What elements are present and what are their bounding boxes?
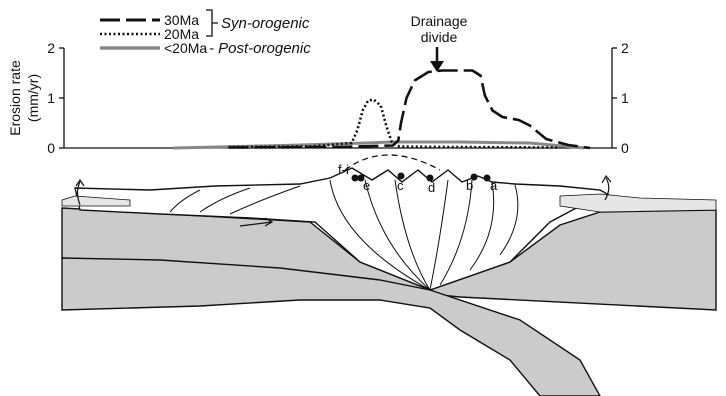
cross-section: f-i e c d b a — [62, 155, 716, 396]
label-b: b — [466, 178, 473, 193]
label-e: e — [363, 178, 370, 193]
right-tick-label-0: 0 — [621, 140, 629, 156]
left-tick-label-0: 0 — [47, 140, 55, 156]
series-line-20ma — [228, 100, 557, 148]
y-axis-label-line1: Erosion rate — [7, 60, 23, 136]
y-axis-label-line2: (mm/yr) — [25, 74, 41, 122]
label-f-i: f-i — [338, 162, 349, 177]
left-tick-label-2: 2 — [47, 40, 55, 56]
drainage-divide-annotation: Drainage divide — [411, 13, 468, 72]
erosion-rate-chart: 0 0 1 1 2 2 Erosion rate (mm/yr) — [7, 40, 629, 156]
legend-bracket — [206, 10, 218, 36]
eroded-crest — [345, 155, 440, 170]
sample-point-fi-1 — [352, 175, 359, 182]
left-tick-label-1: 1 — [47, 90, 55, 106]
label-a: a — [490, 178, 498, 193]
y-ticks: 0 0 1 1 2 2 — [47, 40, 629, 156]
drainage-divide-line1: Drainage — [411, 13, 468, 29]
sediment-strip-right — [560, 194, 716, 212]
drainage-divide-line2: divide — [421, 29, 458, 45]
label-c: c — [397, 178, 404, 193]
legend: 30Ma 20Ma <20Ma Syn-orogenic - Post-orog… — [100, 10, 311, 57]
legend-syn-label: Syn-orogenic — [221, 15, 310, 32]
series-lines — [174, 71, 590, 149]
series-line-30ma — [228, 71, 590, 149]
legend-post-label: - Post-orogenic — [209, 40, 311, 57]
right-tick-label-2: 2 — [621, 40, 629, 56]
right-tick-label-1: 1 — [621, 90, 629, 106]
legend-label-post: <20Ma — [164, 40, 207, 56]
label-d: d — [428, 180, 435, 195]
